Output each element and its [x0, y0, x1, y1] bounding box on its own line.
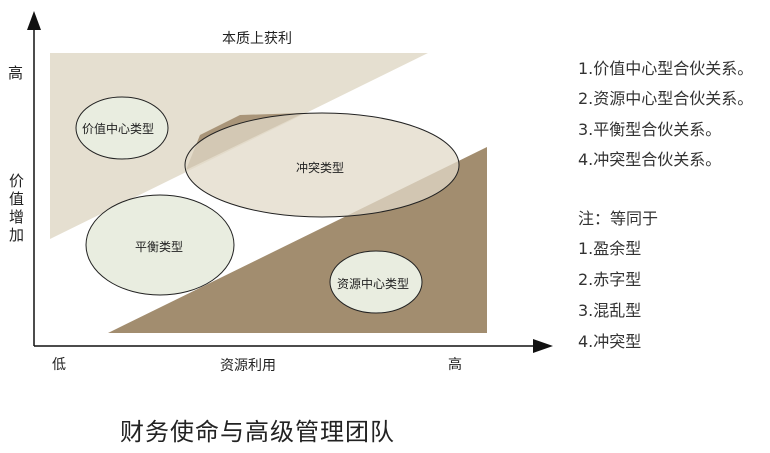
y-axis-high: 高: [8, 64, 24, 82]
x-axis-arrow-icon: [533, 339, 553, 353]
legend-item: 2.资源中心型合伙关系。: [578, 89, 754, 108]
note-title: 注：等同于: [578, 209, 659, 228]
x-axis-low: 低: [52, 357, 66, 373]
resource-center-ellipse: [329, 250, 423, 314]
balance-label: 平衡类型: [135, 240, 184, 254]
value-center-label: 价值中心类型: [82, 122, 155, 136]
legend-item: 3.平衡型合伙关系。: [578, 120, 722, 139]
note-item: 4.冲突型: [578, 332, 642, 351]
x-axis-label: 资源利用: [220, 358, 276, 374]
y-axis-arrow-icon: [27, 11, 41, 30]
balance-ellipse: [85, 194, 235, 296]
note-item: 1.盈余型: [578, 239, 642, 258]
conflict-ellipse: [184, 112, 460, 218]
note-item: 3.混乱型: [578, 301, 642, 320]
y-axis-label: 价值增加: [9, 172, 25, 244]
value-center-ellipse: [75, 96, 169, 160]
legend-item: 1.价值中心型合伙关系。: [578, 59, 754, 78]
resource-center-label: 资源中心类型: [337, 277, 410, 291]
caption: 财务使命与高级管理团队: [120, 418, 395, 446]
note-item: 2.赤字型: [578, 270, 642, 289]
legend-item: 4.冲突型合伙关系。: [578, 150, 722, 169]
top-label: 本质上获利: [222, 31, 292, 47]
x-axis-high: 高: [448, 357, 462, 373]
conflict-label: 冲突类型: [296, 161, 345, 175]
